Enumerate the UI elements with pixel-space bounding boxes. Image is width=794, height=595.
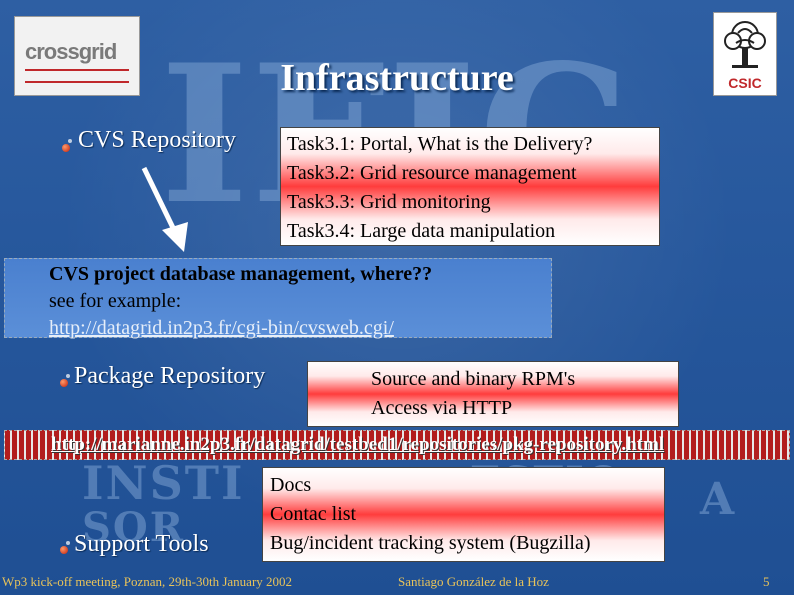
- tree-icon: [724, 21, 766, 68]
- support-item: Contac list: [270, 503, 357, 525]
- package-info-item: Access via HTTP: [371, 397, 513, 419]
- slide-title: Infrastructure: [280, 57, 514, 99]
- task-item: Task3.2: Grid resource management: [287, 162, 577, 184]
- task-item: Task3.4: Large data manipulation: [287, 220, 556, 242]
- package-url-bar: http://marianne.in2p3.fr/datagrid/testbe…: [4, 430, 790, 460]
- crossgrid-logo-text: crossgrid: [25, 39, 117, 64]
- footer-author: Santiago González de la Hoz: [398, 574, 549, 589]
- cvs-tasks-box: Task3.1: Portal, What is the Delivery? T…: [280, 127, 660, 246]
- grid-lines-decoration: [25, 69, 129, 83]
- arrow-icon: [141, 166, 188, 252]
- footer: Wp3 kick-off meeting, Poznan, 29th-30th …: [0, 574, 794, 595]
- bullet-icon: [60, 374, 70, 387]
- footer-page-number: 5: [763, 574, 770, 589]
- task-item: Task3.1: Portal, What is the Delivery?: [287, 133, 593, 155]
- support-tools-box: Docs Contac list Bug/incident tracking s…: [262, 467, 665, 562]
- package-info-item: Source and binary RPM's: [371, 368, 576, 390]
- csic-logo-text: CSIC: [728, 75, 762, 91]
- crossgrid-logo: crossgrid: [14, 16, 140, 96]
- cvsweb-link[interactable]: http://datagrid.in2p3.fr/cgi-bin/cvsweb.…: [49, 317, 394, 339]
- footer-event: Wp3 kick-off meeting, Poznan, 29th-30th …: [2, 574, 293, 589]
- support-item: Bug/incident tracking system (Bugzilla): [270, 532, 591, 554]
- support-tools-label: Support Tools: [74, 531, 209, 557]
- watermark-text: A: [700, 474, 737, 525]
- package-repository-label: Package Repository: [74, 363, 266, 389]
- cvs-note-box: CVS project database management, where??…: [4, 258, 552, 339]
- watermark-text: INSTI: [82, 456, 245, 510]
- package-info-box: Source and binary RPM's Access via HTTP: [307, 361, 679, 427]
- cvs-repository-label: CVS Repository: [78, 127, 237, 153]
- support-item: Docs: [270, 474, 312, 496]
- cvs-note-heading: CVS project database management, where??: [49, 263, 433, 285]
- bullet-icon: [60, 541, 70, 554]
- task-item: Task3.3: Grid monitoring: [287, 191, 491, 213]
- bullet-icon: [62, 139, 72, 152]
- pkg-repository-link[interactable]: http://marianne.in2p3.fr/datagrid/testbe…: [51, 434, 665, 455]
- csic-logo: CSIC: [713, 12, 777, 96]
- cvs-note-text: see for example:: [49, 290, 182, 312]
